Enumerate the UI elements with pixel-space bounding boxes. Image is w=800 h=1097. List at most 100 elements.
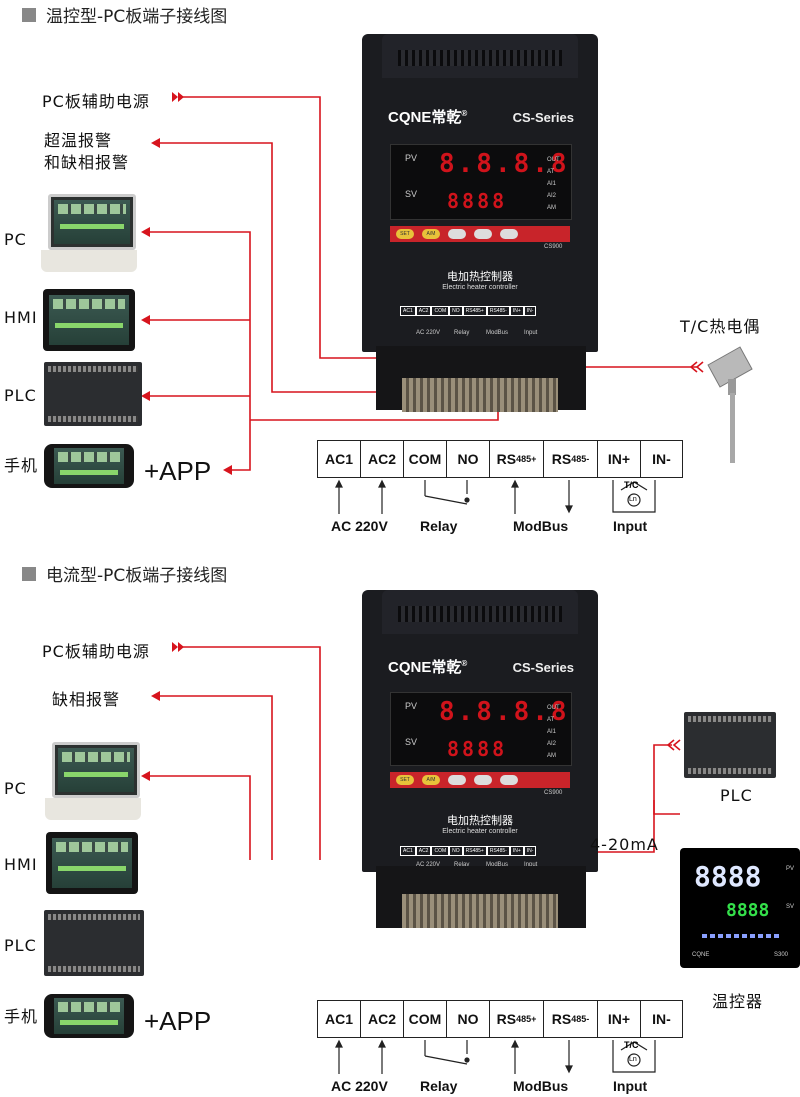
pc-label-2: PC [4,779,27,798]
arrow-left-icon [141,391,150,401]
controller-unit-1: CQNE常乾® CS-Series PV 8.8.8.8 SV 8888 OUT… [362,34,598,352]
display-panel: PV 8.8.8.8 SV 8888 OUT AT AI1 AI2 AM [390,692,572,766]
phone-label-2: 手机 [4,1007,39,1026]
series-label: CS-Series [512,110,574,125]
modbus-label-1: ModBus [513,518,569,534]
sv-display: 8888 [447,189,508,213]
up-button[interactable] [500,775,518,785]
down-button[interactable] [474,775,492,785]
ln-label-2: Ln [629,1056,637,1063]
external-plc-label: PLC [720,786,753,805]
button-bar: SET A/M [390,772,570,788]
sv-label: SV [405,189,418,199]
relay-label-2: Relay [420,1078,458,1094]
phone-device [44,444,134,488]
brand-logo: CQNE常乾 [388,659,462,676]
shift-button[interactable] [448,229,466,239]
app-label-2: +APP [144,1006,212,1036]
button-bar: SET A/M [390,226,570,242]
arrow-left-icon [141,227,150,237]
terminal-in-minus: IN- [640,440,683,478]
ln-label-1: Ln [629,496,637,503]
up-button[interactable] [500,229,518,239]
terminal-wiring-2 [335,1039,656,1074]
tc-label-2: T/C [624,1040,639,1050]
arrow-left-icon [223,465,232,475]
bullet-square-icon [22,7,36,22]
aux-power-label: PC板辅助电源 [42,92,150,111]
relay-label-1: Relay [420,518,458,534]
terminal-in-plus: IN+ [597,440,640,478]
input-label-2: Input [613,1078,648,1094]
arrow-left-icon [141,771,150,781]
section1-title: 温控型-PC板端子接线图 [22,2,227,27]
pv-label: PV [405,153,418,163]
controller-unit-2: CQNE常乾® CS-Series PV 8.8.8.8 SV 8888 OUT… [362,590,598,872]
temp-controller-label: 温控器 [712,992,764,1011]
series-label: CS-Series [512,660,574,675]
brand-logo: CQNE常乾 [388,109,462,126]
phone-device-2 [44,994,134,1038]
display-panel: PV 8.8.8.8 SV 8888 OUT AT AI1 AI2 AM [390,144,572,220]
sv-display: 8888 [447,737,508,761]
pc-label: PC [4,230,27,249]
signal-label: 4-20mA [590,835,659,854]
terminal-no: NO [446,440,489,478]
temp-controller-device: 8888 PV 8888 SV CQNE S300 [680,848,800,968]
terminal-wiring-1 [335,479,656,514]
terminal-com: COM [403,440,446,478]
vent-grille [398,50,562,66]
alarm-label-2: 缺相报警 [52,690,121,709]
external-plc-device [684,712,776,778]
plc-device [44,362,142,426]
alarm-label-line2: 和缺相报警 [44,153,130,172]
app-label: +APP [144,456,212,486]
pv-display: 8.8.8.8 [439,149,570,179]
input-label-1: Input [613,518,648,534]
temp-controller-bar [702,934,782,938]
thermocouple-label: T/C热电偶 [680,317,761,336]
hmi-label: HMI [4,308,38,327]
plc-device-2 [44,910,144,976]
temp-pv-display: 8888 [694,860,762,893]
set-button[interactable]: SET [396,775,414,785]
terminal-ac2: AC2 [360,440,403,478]
heatsink [402,378,558,412]
am-button[interactable]: A/M [422,229,440,239]
set-button[interactable]: SET [396,229,414,239]
thermocouple-probe [707,346,753,463]
hmi-tablet-2 [46,832,138,894]
arrow-left-icon [151,138,160,148]
tc-label-1: T/C [624,480,639,490]
model-label: CS900 [544,244,563,250]
modbus-label-2: ModBus [513,1078,569,1094]
product-title-en: Electric heater controller [442,284,518,291]
arrow-left-icon [141,315,150,325]
hmi-tablet [43,289,135,351]
arrow-left-icon [151,691,160,701]
hmi-label-2: HMI [4,855,38,874]
alarm-label-line1: 超温报警 [44,131,113,150]
plc-label: PLC [4,386,37,405]
section2-title: 电流型-PC板端子接线图 [22,561,227,586]
arrow-right-icon [172,92,184,102]
ac220v-label-1: AC 220V [331,518,388,534]
vent-grille [398,606,562,622]
down-button[interactable] [474,229,492,239]
terminal-ac1: AC1 [317,440,360,478]
product-title-cn: 电加热控制器 [447,270,513,283]
am-button[interactable]: A/M [422,775,440,785]
plc-label-2: PLC [4,936,37,955]
phone-label: 手机 [4,456,39,475]
ac220v-label-2: AC 220V [331,1078,388,1094]
shift-button[interactable] [448,775,466,785]
wiring-diagram-2 [141,642,681,860]
heatsink-2 [402,894,558,928]
aux-power-label-2: PC板辅助电源 [42,642,150,661]
